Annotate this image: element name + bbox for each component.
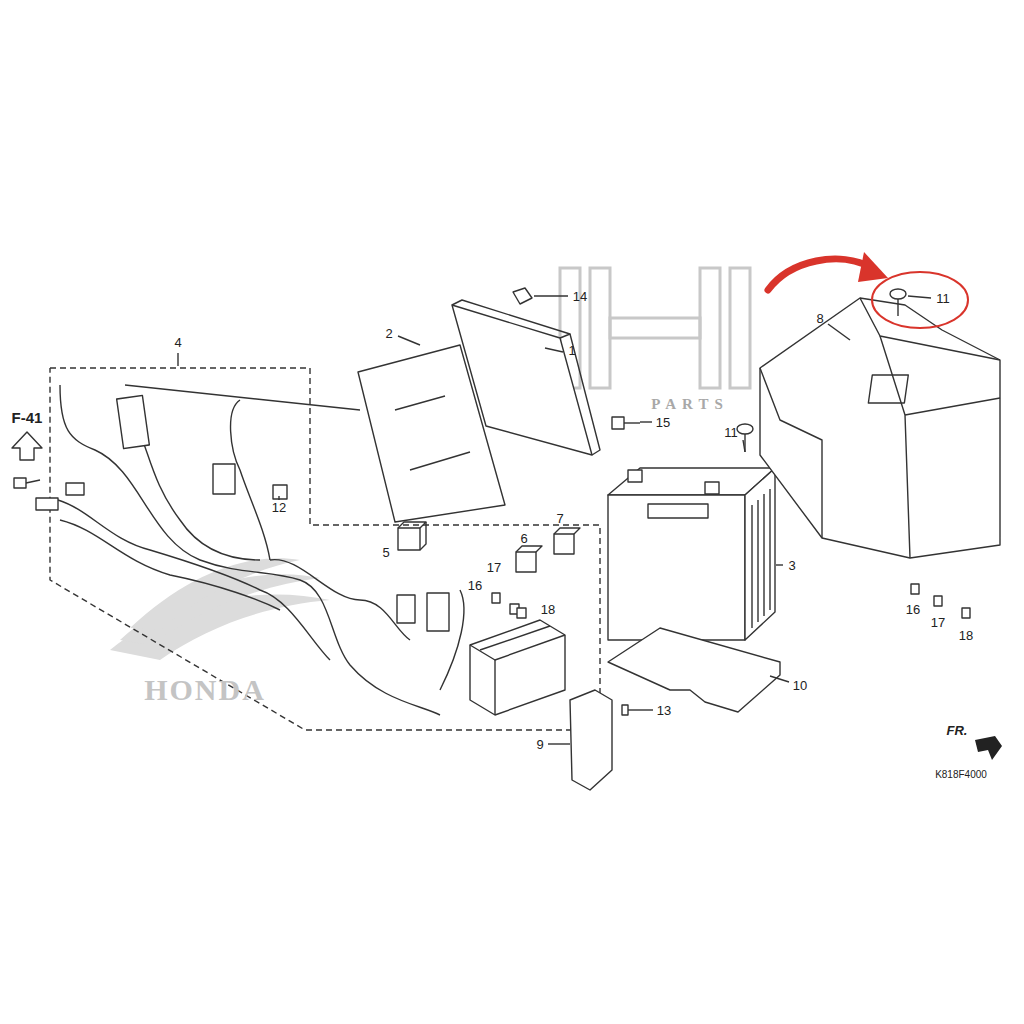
label-slot: 9: [536, 736, 543, 752]
callout-number: 5: [382, 545, 389, 560]
label-slot: HONDA: [144, 675, 266, 705]
label-slot: 13: [657, 702, 671, 718]
callout-number: 4: [174, 335, 181, 350]
label-slot: 17: [487, 559, 501, 575]
label-slot: 7: [556, 510, 563, 526]
label-slot: 10: [793, 677, 807, 693]
callout-number: 2: [385, 326, 392, 341]
label-slot: PARTS: [651, 396, 729, 412]
callout-number: 9: [536, 737, 543, 752]
label-slot: 11: [724, 424, 738, 440]
label-slot: 14: [573, 288, 587, 304]
callout-number: 13: [657, 703, 671, 718]
callout-number: 17: [487, 560, 501, 575]
callout-number: 15: [656, 415, 670, 430]
label-slot: 6: [520, 530, 527, 546]
label-slot: 15: [656, 414, 670, 430]
callout-number: 18: [541, 602, 555, 617]
watermark-text: PARTS: [651, 396, 729, 412]
callout-number: 3: [788, 558, 795, 573]
callout-number: 10: [793, 678, 807, 693]
label-slot: K818F4000: [935, 765, 987, 781]
figure-reference: F-41: [12, 409, 43, 426]
label-slot: 3: [788, 557, 795, 573]
label-slot: 18: [541, 601, 555, 617]
direction-label: FR.: [947, 723, 968, 738]
watermark-text: HONDA: [144, 673, 266, 706]
label-slot: F-41: [12, 410, 43, 426]
label-slot: 1: [568, 342, 575, 358]
callout-number: 14: [573, 289, 587, 304]
label-slot: 11: [936, 290, 950, 306]
callout-number: 17: [931, 615, 945, 630]
label-slot: 17: [931, 614, 945, 630]
callout-number: 16: [468, 578, 482, 593]
label-slot: 16: [906, 601, 920, 617]
callout-number: 18: [959, 628, 973, 643]
label-slot: 18: [959, 627, 973, 643]
label-slot: 5: [382, 544, 389, 560]
callout-number: 12: [272, 500, 286, 515]
drawing-code: K818F4000: [935, 769, 987, 780]
callout-number: 16: [906, 602, 920, 617]
callout-number: 1: [568, 343, 575, 358]
label-slot: 16: [468, 577, 482, 593]
label-slot: 12: [272, 499, 286, 515]
callout-number: 11: [936, 291, 950, 306]
callout-number: 11: [724, 425, 738, 440]
label-slot: FR.: [947, 722, 968, 738]
label-slot: 8: [816, 310, 823, 326]
callout-number: 8: [816, 311, 823, 326]
label-slot: 4: [174, 334, 181, 350]
callout-number: 7: [556, 511, 563, 526]
label-slot: 2: [385, 325, 392, 341]
callout-number: 6: [520, 531, 527, 546]
